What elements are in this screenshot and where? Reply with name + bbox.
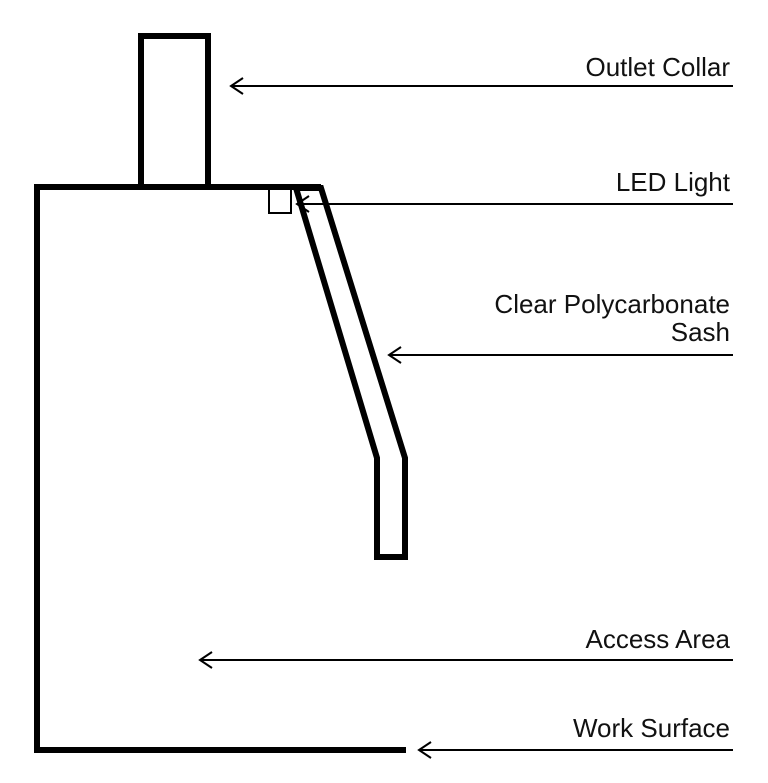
sash-shape bbox=[291, 185, 408, 560]
label-sash-line1: Clear Polycarbonate bbox=[494, 289, 730, 319]
label-sash-line2: Sash bbox=[670, 317, 730, 347]
leader-access-area bbox=[198, 651, 733, 669]
label-led-light: LED Light bbox=[615, 167, 730, 197]
label-access-area: Access Area bbox=[585, 624, 730, 654]
leader-outlet-collar bbox=[229, 77, 733, 95]
outlet-collar-shape bbox=[138, 33, 211, 190]
led-light-shape bbox=[268, 188, 292, 214]
cabinet-outline bbox=[34, 184, 406, 753]
leader-work-surface bbox=[417, 741, 733, 759]
label-outlet-collar: Outlet Collar bbox=[585, 52, 731, 82]
leader-led-light bbox=[295, 195, 733, 213]
label-work-surface: Work Surface bbox=[572, 713, 730, 743]
leader-sash bbox=[387, 346, 733, 364]
